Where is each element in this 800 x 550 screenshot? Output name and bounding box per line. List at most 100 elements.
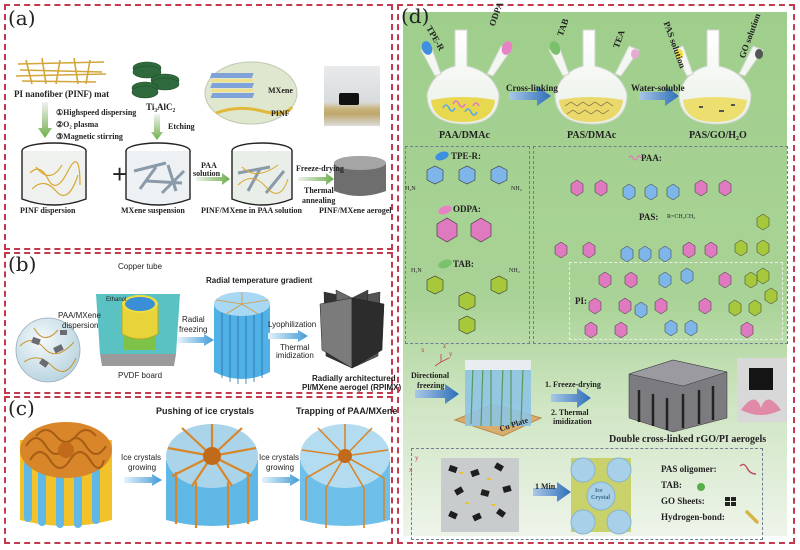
aerogel-lattice (628, 359, 728, 433)
beaker-label-1: PINF dispersion (20, 206, 76, 215)
tab-label: TAB: (453, 259, 474, 269)
flask-1 (420, 29, 513, 125)
cross-linking-arrow (509, 86, 551, 106)
right-arrow-icon (262, 474, 300, 486)
panel-label-a: (a) (8, 6, 36, 30)
polymer-structures (554, 155, 778, 339)
rpimx-label-1: Radially architectured (312, 374, 396, 383)
wavy-walls-illustration (20, 422, 112, 528)
step-cross-linking: Cross-linking (506, 83, 558, 93)
tpe-h2n: H₂N (405, 186, 416, 192)
dispersion-label-2: dispersion (62, 321, 99, 330)
inset-mxene-label: MXene (268, 86, 293, 95)
radial-label-2: freezing (179, 325, 208, 334)
paa-label-d: PAA: (641, 153, 662, 163)
flask-row (420, 29, 764, 125)
ti3alc2-label: Ti₃AlC₂ (146, 102, 176, 112)
inset-pinf-label: PINF (271, 109, 290, 118)
rpimx-aerogel (319, 289, 385, 369)
step-1: ①Highspeed dispersing (56, 108, 137, 117)
freezing-tank (96, 294, 180, 366)
panel-label-d: (d) (401, 4, 430, 28)
panel-b: (b) Copper tube Ethanol PAA/MXene disper… (4, 252, 401, 394)
pas-r-group: R=CH₂CH₃ (667, 214, 696, 220)
pi-box (569, 262, 783, 340)
ethanol-label: Ethanol (106, 297, 127, 303)
aerogel-cylinder (334, 156, 386, 196)
annealing-label: annealing (302, 196, 336, 205)
one-min-label: 1 Min (535, 482, 556, 491)
beaker-pinf-mxene-paa (231, 142, 293, 206)
ice-crystal-text-1: Ice (595, 488, 603, 494)
polymer-box (533, 146, 788, 344)
flask-label-1: PAA/DMAc (439, 130, 490, 141)
directional-label-2: freezing (417, 381, 445, 390)
pvdf-board-label: PVDF board (118, 371, 163, 380)
radial-gradient-title: Radial temperature gradient (206, 276, 313, 285)
lyophilization-label: Lyophilization (268, 320, 317, 329)
hydrogen-bond-icon (745, 510, 759, 524)
imidization-label-b: imidization (276, 351, 314, 360)
pushing-title: Pushing of ice crystals (156, 406, 255, 416)
directional-freezing-arrow (415, 384, 459, 404)
monomer-box (405, 146, 530, 344)
trapping-illustration (300, 424, 390, 528)
pas-oligomer-icon (739, 463, 757, 475)
dispersion-label-1: PAA/MXene (58, 311, 101, 320)
zoom-box (411, 448, 763, 540)
ice-crystal-growth (441, 457, 632, 535)
pushing-ice-illustration (166, 424, 258, 528)
mxene-pinf-inset (204, 61, 298, 125)
water-soluble-arrow (639, 86, 679, 106)
down-arrow-icon (38, 102, 52, 138)
proc-freeze-drying: 1. Freeze-drying (545, 380, 601, 389)
panel-a: (a) PI nanofiber (PINF) mat ①Highspeed d… (4, 4, 393, 250)
legend-tab: TAB: (661, 480, 682, 490)
ti3alc2-illustration (131, 61, 180, 99)
go-sheets-icon (725, 497, 736, 506)
flask-label-3: PAS/GO/H₂O (689, 130, 747, 141)
thermal-label-b: Thermal (280, 343, 310, 352)
panel-c: (c) Pushing of ice crystals Trapping of … (4, 396, 397, 544)
pi-label: PI: (575, 296, 587, 306)
aerogel-photo (324, 66, 380, 126)
copper-tube-label: Copper tube (118, 262, 163, 271)
step-3: ③Magnetic stirring (56, 132, 123, 141)
proc-thermal: 2. Thermal (551, 408, 589, 417)
axis-z: z (443, 342, 447, 350)
flask-2 (548, 29, 640, 125)
etching-label: Etching (168, 122, 195, 131)
dispersion-sphere (15, 317, 81, 383)
rpimx-label-2: PI/MXene aerogel (RPIMX) (302, 383, 402, 392)
plus-sign: + (112, 159, 127, 189)
tab-dot-icon (697, 483, 705, 491)
proc-imidization: imidization (553, 417, 592, 426)
radially-frozen-cylinder (214, 292, 270, 384)
right-arrow-icon (178, 334, 214, 346)
odpa-label: ODPA: (453, 204, 481, 214)
freeze-drying-label: Freeze-drying (296, 164, 344, 173)
solution-label: solution (193, 169, 221, 178)
tpe-r-label: TPE-R: (451, 151, 481, 161)
beaker-label-4: PINF/MXene aerogel (319, 206, 392, 215)
paa-label: PAA (201, 161, 217, 170)
legend-go-sheets: GO Sheets: (661, 496, 705, 506)
tpe-nh2: NH₂ (511, 186, 522, 192)
step-water-soluble: Water-soluble (631, 83, 685, 93)
panel-d: (d) (397, 1, 795, 544)
ice-growing-label-1b: growing (128, 463, 157, 472)
flask-label-2: PAS/DMAc (567, 130, 617, 141)
thermal-label: Thermal (304, 186, 334, 195)
pi-nanofiber-mat-illustration (15, 57, 107, 85)
pas-label: PAS: (639, 212, 659, 222)
trapping-title: Trapping of PAA/MXene (296, 406, 398, 416)
flask-3 (672, 29, 764, 125)
axis-y: y (449, 350, 453, 358)
panel-label-c: (c) (8, 396, 35, 420)
beaker-label-2: MXene suspension (121, 206, 185, 215)
beaker-label-3: PINF/MXene in PAA solution (201, 206, 302, 215)
panel-label-b: (b) (8, 252, 37, 276)
right-arrow-icon (124, 474, 162, 486)
ice-growing-label-1a: Ice crystals (121, 453, 162, 462)
radial-label-1: Radial (182, 315, 205, 324)
